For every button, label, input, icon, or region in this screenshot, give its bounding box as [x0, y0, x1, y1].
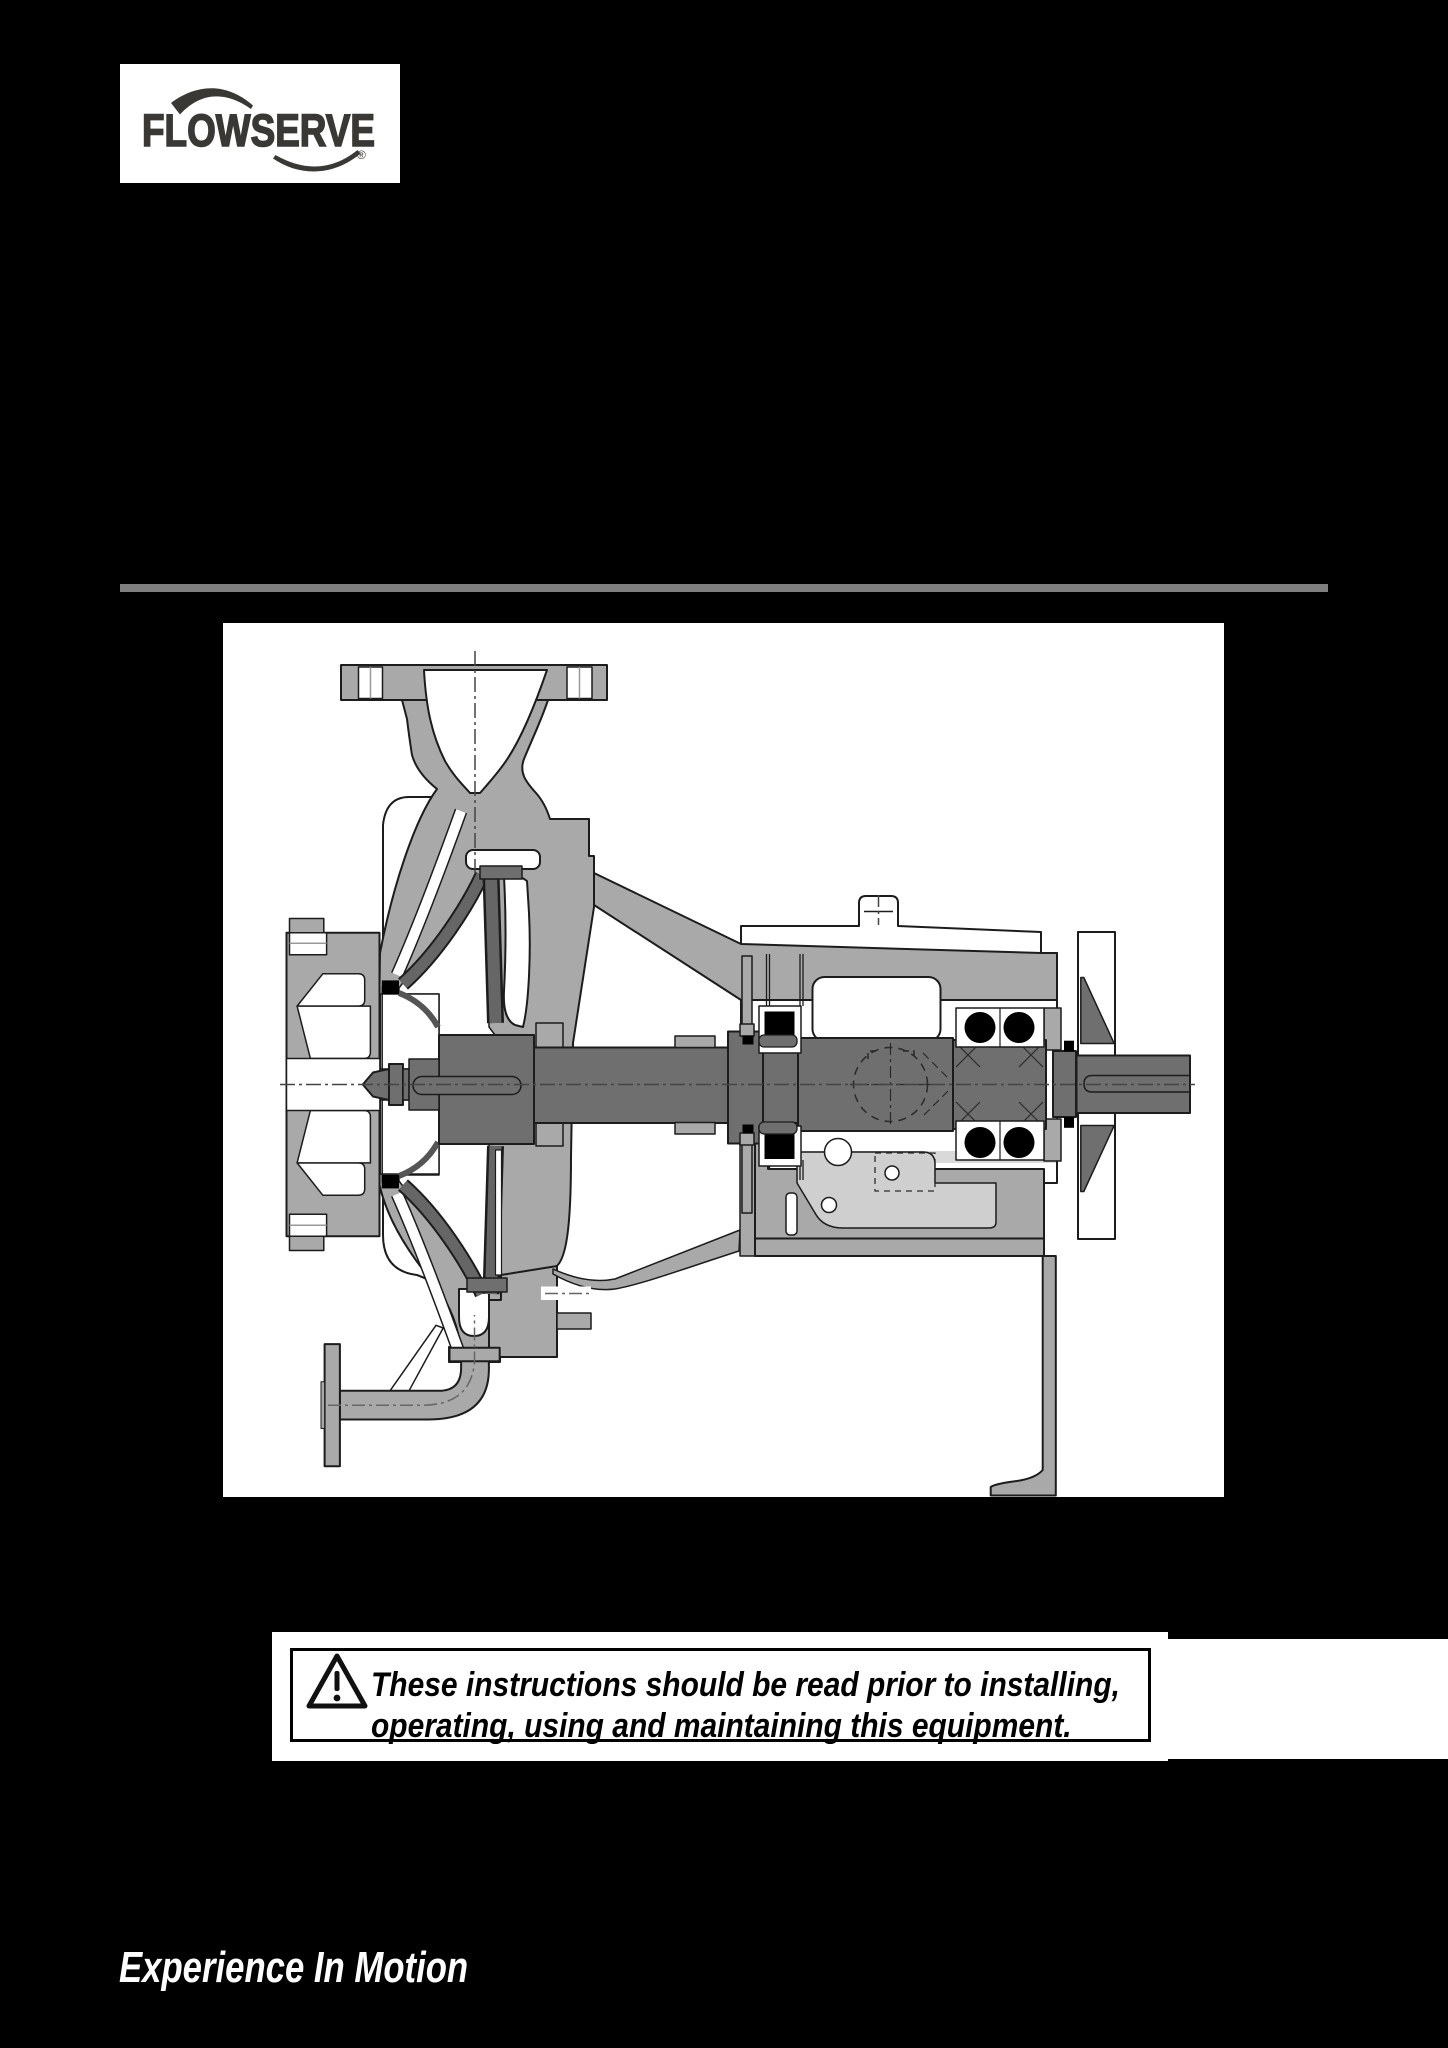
svg-text:FLOWSERVE: FLOWSERVE [142, 105, 375, 156]
svg-text:®: ® [357, 148, 366, 162]
